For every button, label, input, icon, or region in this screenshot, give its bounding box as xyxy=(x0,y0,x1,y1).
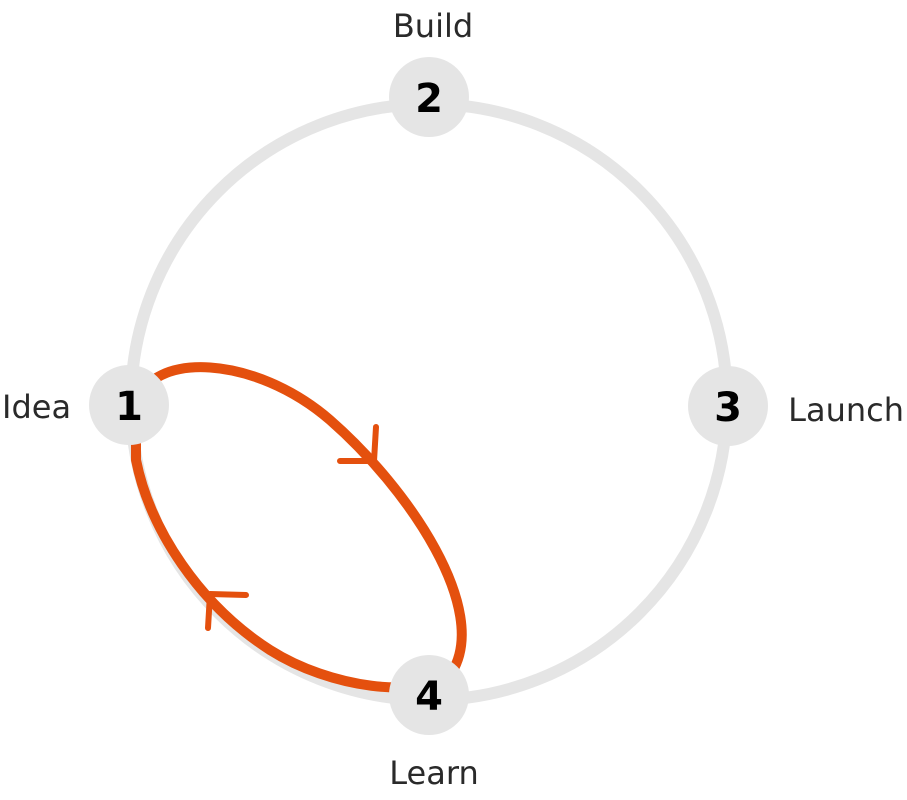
stage-label-build: Build xyxy=(393,7,473,45)
loop-arrow-forward xyxy=(337,424,379,464)
stage-node-1: 1 xyxy=(89,365,169,445)
stage-node-3: 3 xyxy=(688,366,768,446)
stage-label-idea: Idea xyxy=(2,388,71,426)
stage-node-2: 2 xyxy=(389,57,469,137)
loop-arrow-back xyxy=(205,591,249,631)
stage-node-circle xyxy=(89,365,169,445)
stage-node-circle xyxy=(389,57,469,137)
stage-node-circle xyxy=(389,655,469,735)
feedback-loop xyxy=(131,362,467,693)
stage-node-circle xyxy=(688,366,768,446)
stage-number: 3 xyxy=(714,385,742,431)
stage-node-4: 4 xyxy=(389,655,469,735)
stage-label-learn: Learn xyxy=(389,754,478,792)
stage-number: 2 xyxy=(415,76,443,122)
stage-number: 1 xyxy=(115,384,143,430)
stage-number: 4 xyxy=(415,674,443,720)
stage-label-launch: Launch xyxy=(788,391,904,429)
